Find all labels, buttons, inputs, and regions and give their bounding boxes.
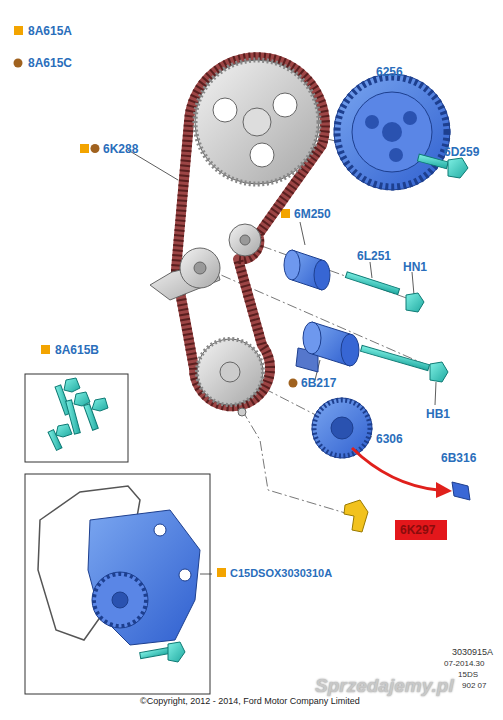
water-pump (88, 510, 200, 645)
crankshaft-pulley (312, 398, 372, 458)
callout-number: 6256 (376, 66, 403, 78)
pump-box (25, 474, 210, 694)
tensioner-pulley (296, 322, 359, 372)
idler-pulley (284, 250, 330, 290)
callout-number: 6L251 (357, 250, 391, 262)
circle-marker (289, 379, 298, 388)
watermark: Sprzedajemy.pl (315, 676, 454, 695)
bolt-box (25, 374, 128, 462)
drawing-date: 07-2014.30 (444, 660, 484, 668)
installed-pulleys (150, 60, 319, 416)
drawing-code: 902 07 (462, 682, 486, 690)
key (452, 482, 470, 500)
drawing-code: 15DS (458, 671, 478, 679)
square-marker (14, 26, 23, 35)
sensor (344, 500, 368, 532)
callout-number: 6B316 (441, 452, 476, 464)
callout-number: 6K297 (400, 524, 435, 536)
arrow-head (436, 482, 452, 498)
callout-number: 8A615A (28, 25, 72, 37)
callout-number: C15DSOX3030310A (230, 568, 332, 579)
callout-number: 8A615B (55, 344, 99, 356)
camshaft-pulley (334, 74, 450, 190)
square-marker (217, 568, 226, 577)
callout-number: HB1 (426, 408, 450, 420)
square-marker (41, 345, 50, 354)
stud (345, 272, 424, 312)
square-marker (80, 144, 89, 153)
callout-number: HN1 (403, 261, 427, 273)
callout-number: 6K288 (103, 143, 138, 155)
red-arrow (352, 448, 438, 490)
timing-belt (176, 57, 325, 406)
square-marker (281, 209, 290, 218)
callout-number: 6306 (376, 433, 403, 445)
bolt (361, 345, 448, 382)
callout-number: 6M250 (294, 208, 331, 220)
bolt (140, 642, 185, 662)
callout-number: 8A615C (28, 57, 72, 69)
drawing-number: 3030915A (452, 648, 493, 657)
bolt-set (48, 378, 108, 450)
circle-marker (91, 144, 100, 153)
circle-marker (14, 59, 23, 68)
callout-number: 6D259 (444, 146, 479, 158)
copyright-note: ©Copyright, 2012 - 2014, Ford Motor Comp… (140, 697, 360, 706)
callout-number: 6B217 (301, 377, 336, 389)
highlight-box (395, 520, 447, 540)
